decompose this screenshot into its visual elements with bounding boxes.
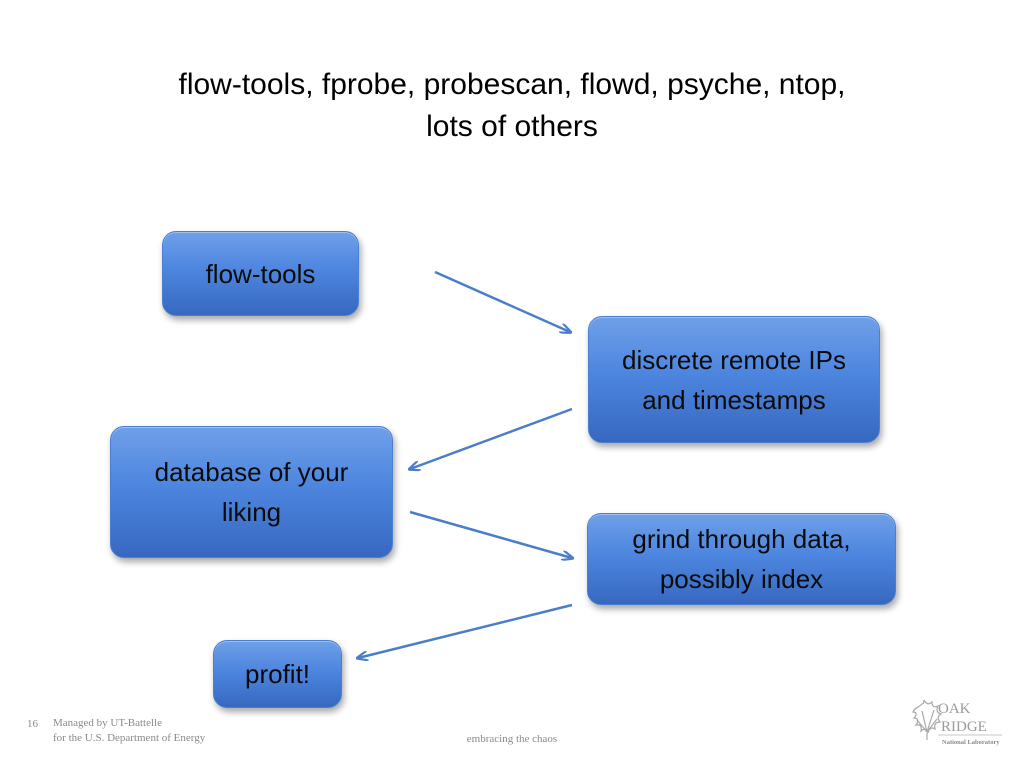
flow-box-discrete-remote-ips: discrete remote IPs and timestamps	[588, 316, 880, 443]
flow-box-database: database of your liking	[110, 426, 393, 558]
flow-box-profit: profit!	[213, 640, 342, 708]
title-line-1: flow-tools, fprobe, probescan, flowd, ps…	[178, 68, 846, 101]
flow-box-label-line-1: database of your	[154, 457, 349, 487]
arrow-icon	[434, 270, 570, 332]
slide-title: flow-tools, fprobe, probescan, flowd, ps…	[112, 64, 912, 148]
flow-box-label-line-1: grind through data,	[632, 524, 851, 554]
flow-box-label-line-2: possibly index	[659, 564, 824, 594]
arrow-icon	[409, 510, 572, 558]
logo-word-oak: OAK	[938, 701, 971, 717]
oak-ridge-logo: OAK RIDGE National Laboratory	[912, 699, 1002, 746]
arrow-icon	[358, 603, 573, 658]
oak-leaf-logo-icon	[912, 699, 943, 740]
footer-managed-line-1: Managed by UT-Battelle	[53, 717, 162, 729]
footer-caption: embracing the chaos	[466, 733, 558, 745]
flow-box-label: profit!	[244, 659, 311, 689]
logo-word-ridge: RIDGE	[941, 719, 987, 735]
slide-number: 16	[27, 718, 38, 730]
flow-box-grind-through-data: grind through data, possibly index	[587, 513, 896, 605]
flow-box-label-line-1: discrete remote IPs	[622, 344, 846, 375]
flow-box-label-line-2: and timestamps	[642, 384, 826, 415]
title-line-2: lots of others	[426, 110, 598, 143]
arrow-icon	[410, 407, 573, 469]
footer-managed-line-2: for the U.S. Department of Energy	[53, 732, 206, 744]
footer-managed-by: Managed by UT-Battelle for the U.S. Depa…	[53, 716, 205, 746]
logo-subtitle: National Laboratory	[942, 739, 1000, 746]
flow-box-label-line-2: liking	[221, 497, 282, 527]
flow-box-flow-tools: flow-tools	[162, 231, 359, 316]
flow-box-label: flow-tools	[205, 258, 316, 289]
